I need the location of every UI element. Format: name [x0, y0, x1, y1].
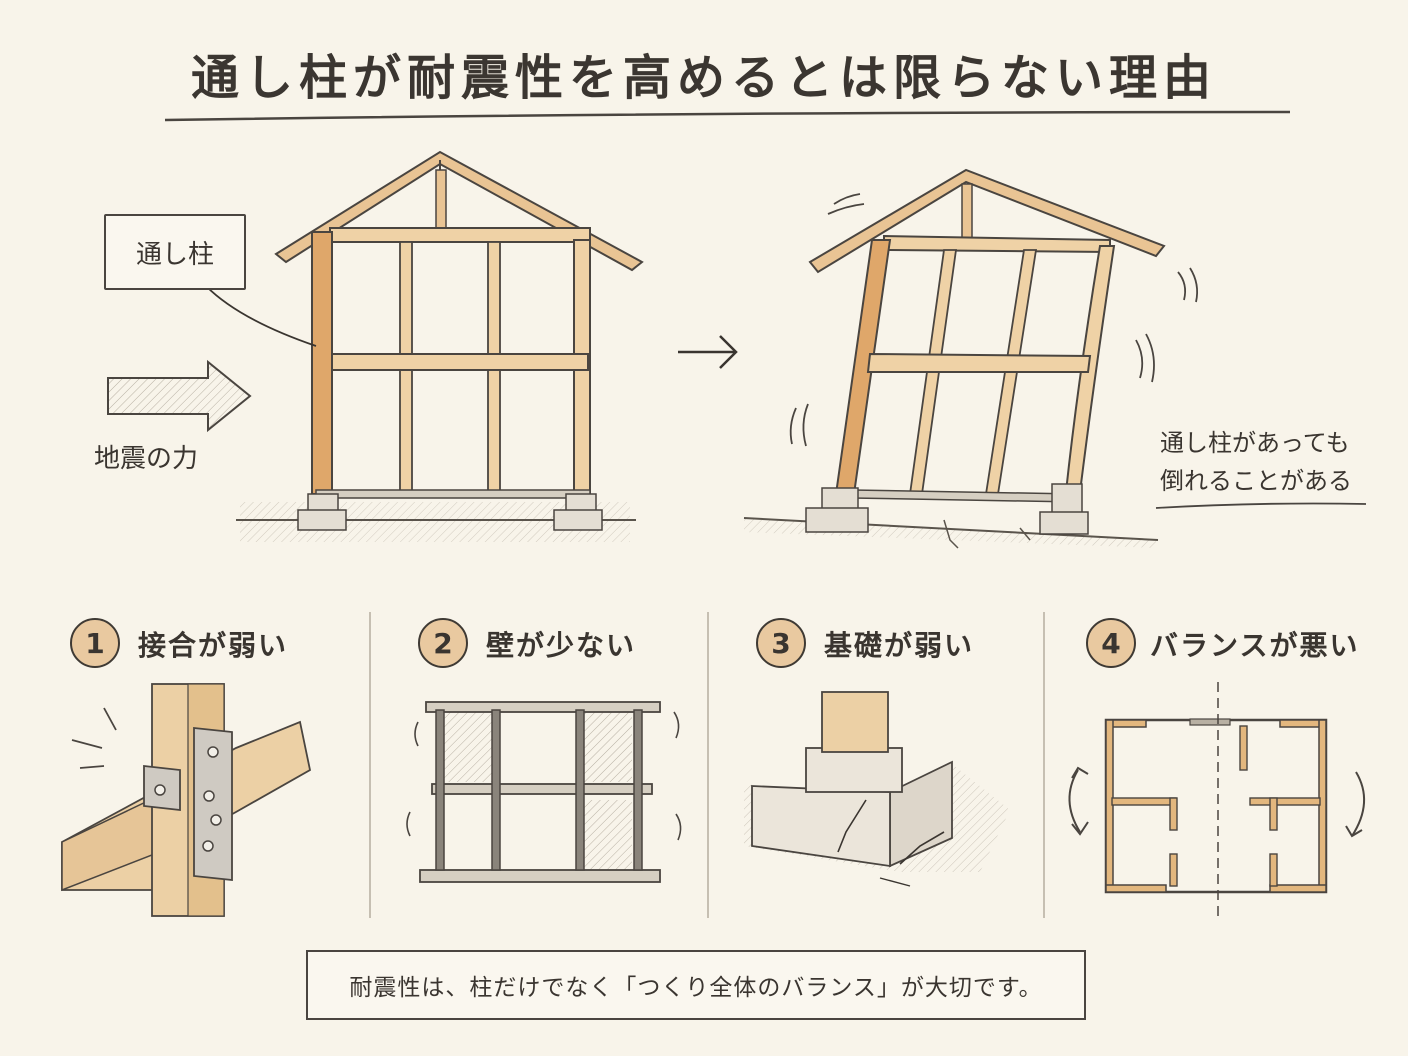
house-standing: [236, 150, 644, 542]
section-1-badge: 1: [70, 618, 120, 668]
page-title: 通し柱が耐震性を高めるとは限らない理由: [190, 50, 1217, 106]
wall-frame-illustration: [406, 701, 682, 883]
section-4-badge: 4: [1086, 618, 1136, 668]
note-line-2: 倒れることがある: [1160, 467, 1352, 495]
note-underline: [1155, 502, 1367, 509]
section-4-title: バランスが悪い: [1150, 629, 1360, 662]
note-line-1: 通し柱があっても: [1160, 429, 1350, 457]
section-3-title: 基礎が弱い: [824, 629, 975, 662]
joint-illustration: [61, 683, 312, 917]
title-underline: [164, 110, 1291, 122]
section-2-title: 壁が少ない: [486, 629, 637, 662]
summary-box: 耐震性は、柱だけでなく「つくり全体のバランス」が大切です。: [306, 950, 1086, 1020]
section-3-badge: 3: [756, 618, 806, 668]
section-1-title: 接合が弱い: [138, 629, 289, 662]
callout-leader: [205, 285, 317, 347]
floor-plan-illustration: [1068, 682, 1366, 922]
transition-arrow: [678, 335, 738, 369]
force-arrow: [107, 359, 252, 433]
section-2-badge: 2: [418, 618, 468, 668]
seismic-force-label: 地震の力: [94, 444, 199, 474]
collapse-note: 通し柱があっても 倒れることがある: [1160, 424, 1352, 500]
through-column-callout: 通し柱: [104, 214, 246, 290]
foundation-illustration: [744, 691, 1010, 887]
house-deformed: [743, 168, 1199, 549]
